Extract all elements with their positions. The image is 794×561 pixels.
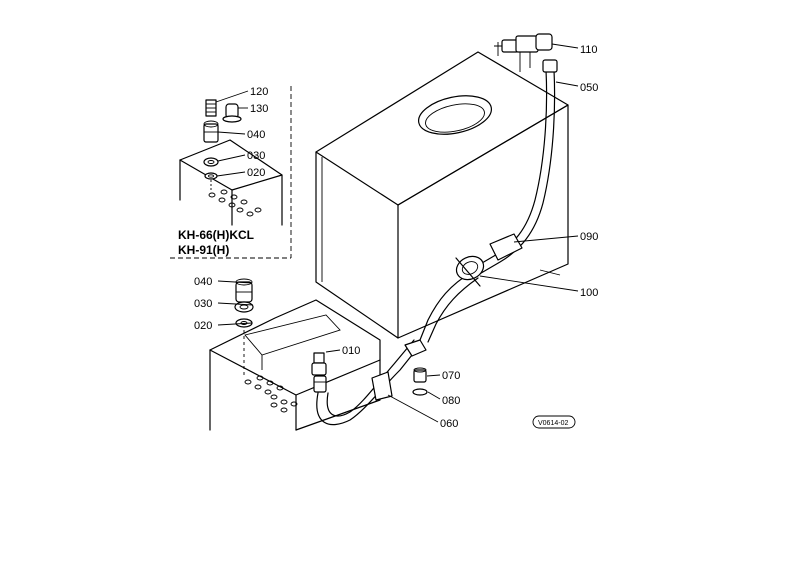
part-label-070: 070 xyxy=(442,370,460,382)
inset-fitting-stack xyxy=(203,99,242,190)
connector-010 xyxy=(311,352,327,393)
fuel-tank xyxy=(315,51,569,339)
part-label-090: 090 xyxy=(580,231,598,243)
part-label-030: 030 xyxy=(194,298,212,310)
inset-tank-corner xyxy=(179,139,283,226)
filter-100 xyxy=(455,255,485,287)
hose-060 xyxy=(316,339,427,426)
leader-lines xyxy=(215,43,579,423)
inset-label-040: 040 xyxy=(247,129,265,141)
inset-label-020: 020 xyxy=(247,167,265,179)
part-label-050: 050 xyxy=(580,82,598,94)
inset-boundary xyxy=(170,86,292,259)
model-name-1: KH-66(H)KCL xyxy=(178,228,254,242)
part-label-060: 060 xyxy=(440,418,458,430)
part-label-040: 040 xyxy=(194,276,212,288)
part-label-020: 020 xyxy=(194,320,212,332)
inset-label-030: 030 xyxy=(247,150,265,162)
part-label-080: 080 xyxy=(442,395,460,407)
model-name-2: KH-91(H) xyxy=(178,243,229,257)
valve-110 xyxy=(494,33,553,72)
hose-090 xyxy=(489,233,523,261)
part-label-100: 100 xyxy=(580,287,598,299)
inset-label-130: 130 xyxy=(250,103,268,115)
drawing-code-stamp: V0614-02 xyxy=(532,415,576,429)
tank-frame xyxy=(209,299,381,431)
fitting-stack-left xyxy=(234,278,254,378)
part-labels: 110 050 090 100 070 080 060 010 040 030 … xyxy=(194,44,598,430)
bolt-070-washer-080 xyxy=(412,367,428,396)
part-label-110: 110 xyxy=(580,44,598,56)
inset-model-names: KH-66(H)KCL KH-91(H) xyxy=(178,228,254,257)
drawing-code: V0614-02 xyxy=(538,420,568,427)
inset-label-120: 120 xyxy=(250,86,268,98)
part-label-010: 010 xyxy=(342,345,360,357)
